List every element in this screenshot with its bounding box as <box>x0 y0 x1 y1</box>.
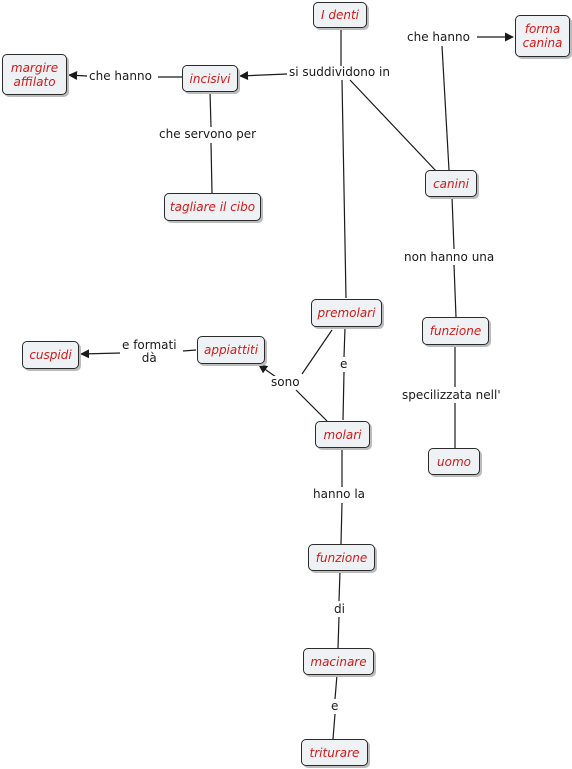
connector-di-macinare <box>337 616 340 649</box>
link-label-si-suddividono-in: si suddividono in <box>287 65 392 79</box>
concept-funzione-canini[interactable]: funzione <box>422 317 489 345</box>
connector-canini-nonhanno <box>451 196 455 250</box>
link-label-che-hanno-incisivi: che hanno <box>87 69 154 83</box>
connector-premolari-e <box>343 327 346 358</box>
link-label-e-macinare-triturare: e <box>329 699 341 713</box>
connector-suddividono-canini <box>349 79 438 173</box>
connector-formati-cuspidi <box>80 349 122 359</box>
concept-canini[interactable]: canini <box>425 170 477 197</box>
link-label-non-hanno-una: non hanno una <box>402 250 497 264</box>
connector-appiattiti-formati <box>182 349 197 352</box>
connector-hannola-funzione <box>340 502 343 545</box>
link-label-che-hanno-canini: che hanno <box>405 30 472 44</box>
concept-funzione-molari[interactable]: funzione <box>308 544 375 571</box>
connector-canini-chehanno <box>441 45 450 171</box>
link-label-e-premolari-molari: e <box>338 357 350 371</box>
connector-incisivi-servono <box>209 91 212 128</box>
concept-macinare[interactable]: macinare <box>303 648 374 675</box>
connector-molari-sono <box>295 389 328 422</box>
connector-suddividono-incisivi <box>239 71 288 81</box>
concept-appiattiti[interactable]: appiattiti <box>197 336 265 364</box>
connector-servono-tagliare <box>210 142 213 194</box>
concept-incisivi[interactable]: incisivi <box>182 65 238 92</box>
connector-sono-appiattiti <box>258 364 277 378</box>
concept-forma-canina[interactable]: forma canina <box>515 15 570 57</box>
concept-cuspidi[interactable]: cuspidi <box>22 341 79 369</box>
link-label-sono: sono <box>269 375 302 389</box>
connector-chehanno-margine <box>68 70 88 80</box>
concept-denti[interactable]: I denti <box>313 2 367 28</box>
connector-e-molari <box>342 371 345 421</box>
connector-e-triturare <box>332 713 336 740</box>
connector-suddividono-premolari <box>341 79 347 299</box>
concept-molari[interactable]: molari <box>315 421 370 448</box>
connector-funzione-di <box>338 570 341 602</box>
concept-margine-affilato[interactable]: margire affilato <box>2 54 67 95</box>
link-label-specilizzata-nell: specilizzata nell' <box>400 388 503 402</box>
link-label-che-servono-per: che servono per <box>157 127 259 141</box>
link-label-hanno-la: hanno la <box>311 487 368 501</box>
concept-premolari[interactable]: premolari <box>311 299 382 327</box>
connector-nonhanno-funzione <box>453 264 457 318</box>
concept-uomo[interactable]: uomo <box>428 448 480 475</box>
connector-premolari-sono <box>301 329 333 375</box>
link-label-di: di <box>332 602 347 616</box>
connector-macinare-e <box>334 674 338 700</box>
concept-tagliare-il-cibo[interactable]: tagliare il cibo <box>164 193 261 221</box>
link-label-e-formati-da: e formati dà <box>120 338 179 365</box>
concept-triturare[interactable]: triturare <box>301 739 368 766</box>
